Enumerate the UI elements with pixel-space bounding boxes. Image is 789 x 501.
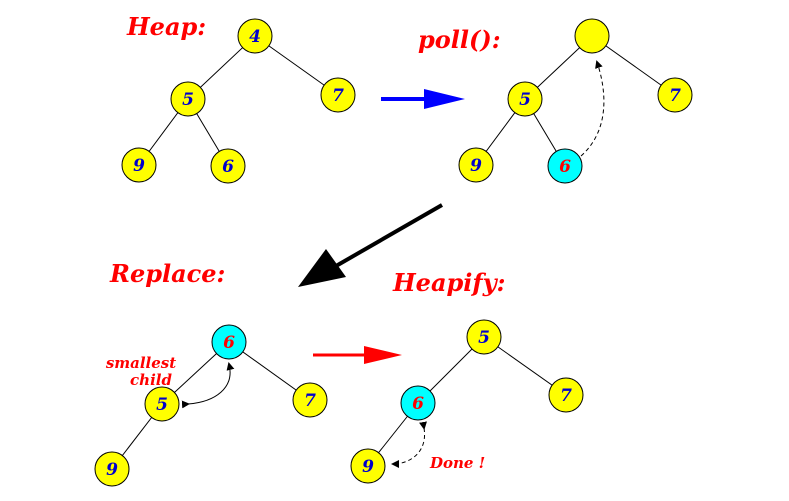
- replace-node-left-left-value: 9: [106, 460, 118, 480]
- poll-title: poll():: [418, 25, 501, 54]
- heap-node-root: 4: [237, 18, 273, 54]
- poll-node-left-value: 5: [519, 90, 531, 110]
- replace-node-right: 7: [292, 382, 328, 418]
- heap-node-left-left-value: 9: [133, 156, 145, 176]
- poll-node-right: 7: [657, 77, 693, 113]
- red-arrow: [313, 346, 402, 364]
- heapify-node-right: 7: [548, 377, 584, 413]
- poll-node-left-right-highlight: 6: [547, 148, 583, 184]
- poll-node-left-left: 9: [458, 147, 494, 183]
- black-arrow: [298, 203, 443, 287]
- heap-node-right-value: 7: [332, 86, 344, 106]
- heap-node-left-left: 9: [121, 147, 157, 183]
- replace-node-root-highlight: 6: [211, 324, 247, 360]
- heap-node-left-right-value: 6: [222, 157, 234, 177]
- panel-replace: Replace: smallest child 6 5 7 9: [94, 259, 328, 487]
- heapify-node-left-left-value: 9: [362, 457, 374, 477]
- heapify-edges: [367, 336, 567, 467]
- heapify-node-root: 5: [466, 319, 502, 355]
- heapify-done-label: Done !: [429, 454, 485, 472]
- blue-arrow: [381, 89, 465, 109]
- heapify-title: Heapify:: [392, 268, 506, 297]
- replace-node-right-value: 7: [304, 391, 316, 411]
- heapify-node-left-highlight: 6: [400, 385, 436, 421]
- replace-swap-arrow: [181, 362, 235, 409]
- heap-node-left: 5: [170, 81, 206, 117]
- poll-move-up-arrow: [580, 60, 605, 157]
- poll-node-right-value: 7: [669, 86, 681, 106]
- heap-edges: [138, 35, 339, 167]
- poll-node-left-left-value: 9: [470, 156, 482, 176]
- replace-node-left-left: 9: [94, 451, 130, 487]
- heapify-node-left-left: 9: [350, 448, 386, 484]
- panel-heapify: Heapify: 5 6 7 9 Done !: [350, 268, 584, 484]
- heapify-node-right-value: 7: [560, 386, 572, 406]
- heapify-node-root-value: 5: [478, 328, 490, 348]
- replace-node-left-value: 5: [156, 395, 168, 415]
- poll-node-root-empty: [574, 18, 610, 54]
- heap-node-left-right: 6: [210, 148, 246, 184]
- replace-note-line1: smallest: [106, 354, 176, 372]
- heap-node-root-value: 4: [249, 27, 261, 47]
- heap-node-right: 7: [320, 77, 356, 113]
- heap-title: Heap:: [126, 12, 206, 41]
- poll-edges: [475, 35, 676, 167]
- replace-node-left: 5: [144, 386, 180, 422]
- poll-node-left-right-value: 6: [559, 157, 571, 177]
- replace-note-line2: child: [130, 371, 172, 389]
- poll-node-left: 5: [507, 81, 543, 117]
- replace-title: Replace:: [109, 259, 225, 288]
- panel-heap: Heap: 4 5 7 9 6: [121, 12, 356, 184]
- panel-poll: poll(): 5 7 9 6: [418, 18, 693, 184]
- heap-node-left-value: 5: [182, 90, 194, 110]
- heapify-compare-arrow: [391, 421, 427, 468]
- replace-node-root-value: 6: [223, 333, 235, 353]
- heapify-node-left-value: 6: [412, 394, 424, 414]
